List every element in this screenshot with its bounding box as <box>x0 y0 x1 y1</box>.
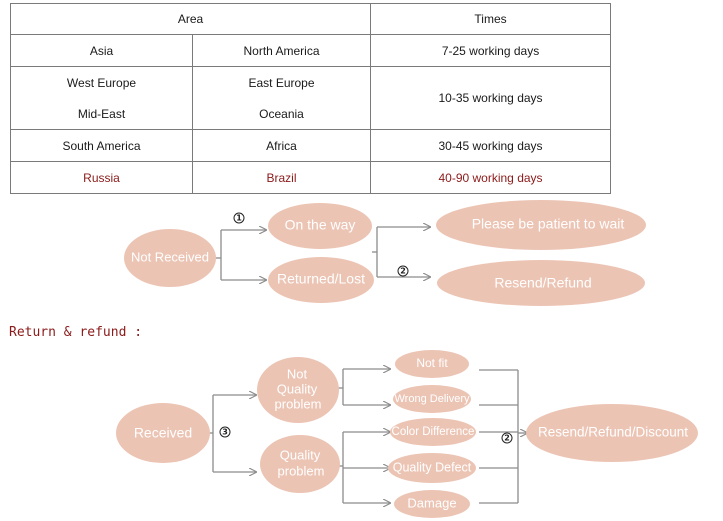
table-row: Mid-East Oceania <box>10 98 611 130</box>
bubble-label: Wrong Delivery <box>395 393 470 405</box>
table-row: South America Africa 30-45 working days <box>10 129 612 162</box>
header-times: Times <box>370 3 612 35</box>
table-header-row: Area Times <box>9 3 612 35</box>
bubble-not-quality-problem: Not Quality problem <box>257 357 339 423</box>
bubble-quality-defect: Quality Defect <box>388 453 476 483</box>
bubble-label: problem <box>275 396 322 411</box>
table-row: West Europe East Europe 10-35 working da… <box>10 66 612 130</box>
bubble-label: On the way <box>285 217 356 233</box>
svg-text:1: 1 <box>236 214 242 223</box>
bubble-label: Received <box>134 425 192 441</box>
bubble-label: Not Received <box>131 249 209 264</box>
bubble-label: Damage <box>407 495 456 510</box>
bubble-label: Resend/Refund/Discount <box>538 425 688 440</box>
bubble-label: Quality Defect <box>393 460 472 474</box>
return-refund-heading: Return & refund : <box>9 325 143 340</box>
bubble-label: Please be patient to wait <box>472 216 625 232</box>
bubble-resend-refund-discount: Resend/Refund/Discount <box>526 404 698 462</box>
bubble-label: problem <box>278 463 325 478</box>
bubble-label: Not fit <box>416 356 448 370</box>
cell-area-2: Brazil <box>191 161 372 194</box>
cell-area-2: East Europe <box>191 66 372 98</box>
bubble-label: Color Difference <box>392 426 475 438</box>
bubble-label: Not <box>287 366 308 381</box>
flow2-connectors <box>205 369 527 503</box>
svg-text:2: 2 <box>504 434 510 443</box>
step-marker-2: 2 <box>397 265 409 277</box>
cell-area-1: Russia <box>10 161 193 194</box>
step-marker-1: 1 <box>233 212 245 224</box>
bubble-label: Resend/Refund <box>494 275 591 291</box>
cell-area-2: North America <box>191 34 372 67</box>
step-marker-2b: 2 <box>501 432 513 444</box>
step-marker-3: 3 <box>219 426 231 438</box>
bubble-label: Quality <box>280 447 321 462</box>
bubble-be-patient: Please be patient to wait <box>436 200 646 250</box>
bubble-returned-lost: Returned/Lost <box>268 257 374 303</box>
cell-times: 7-25 working days <box>370 34 612 67</box>
bubble-not-fit: Not fit <box>395 350 469 378</box>
cell-times: 10-35 working days <box>370 66 612 130</box>
bubble-color-difference: Color Difference <box>390 418 476 446</box>
bubble-quality-problem: Quality problem <box>260 435 340 493</box>
bubble-on-the-way: On the way <box>268 203 372 249</box>
bubble-label: Quality <box>277 381 318 396</box>
cell-times: 40-90 working days <box>370 161 612 194</box>
bubble-resend-refund: Resend/Refund <box>437 260 645 306</box>
svg-text:3: 3 <box>222 428 228 437</box>
bubble-not-received: Not Received <box>124 229 216 287</box>
svg-text:2: 2 <box>400 267 406 276</box>
flow1-connectors <box>214 227 430 280</box>
table-row: Russia Brazil 40-90 working days <box>10 161 612 194</box>
bubble-label: Returned/Lost <box>277 271 365 287</box>
bubble-damage: Damage <box>394 490 470 518</box>
shipping-time-table: Area Times Asia North America 7-25 worki… <box>9 3 612 194</box>
bubble-received: Received <box>116 403 210 463</box>
bubble-wrong-delivery: Wrong Delivery <box>393 385 471 413</box>
table-row: Asia North America 7-25 working days <box>10 34 612 67</box>
cell-times: 30-45 working days <box>370 129 612 162</box>
